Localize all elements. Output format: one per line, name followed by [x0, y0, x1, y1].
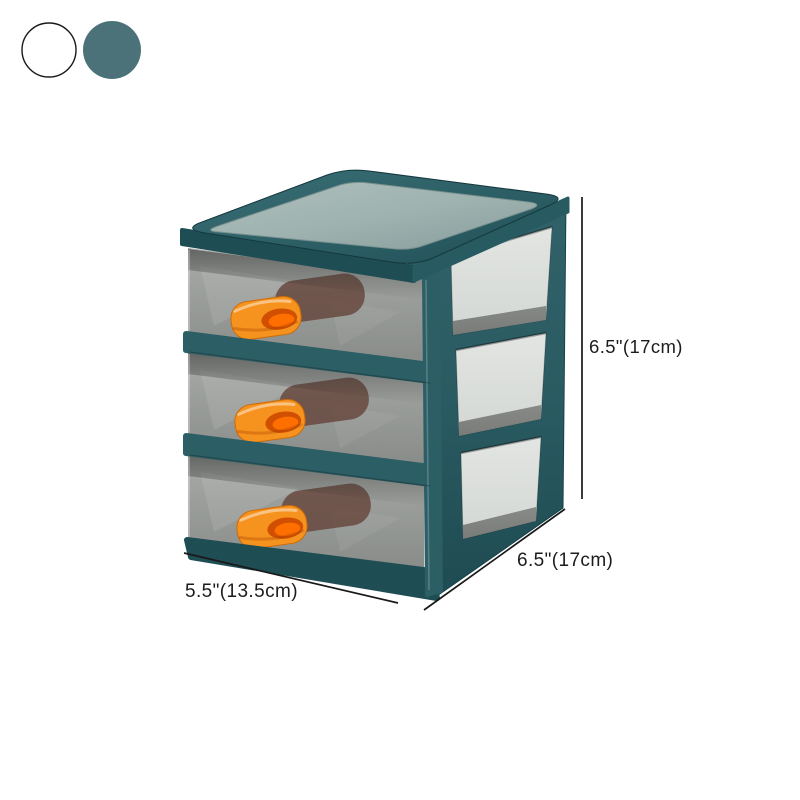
- width-dimension-line: [183, 552, 399, 604]
- drawer-handle-icon: [234, 399, 306, 443]
- drawer-1: [187, 247, 425, 363]
- depth-dimension-line: [423, 508, 566, 611]
- width-dimension-label: 5.5"(13.5cm): [185, 581, 298, 602]
- frame-corner-post: [422, 271, 443, 597]
- product-lid: [180, 169, 570, 283]
- swatch-white[interactable]: [21, 22, 77, 78]
- product-render: [180, 169, 570, 601]
- color-swatches: [21, 21, 141, 79]
- dimension-annotations: 6.5"(17cm) 6.5"(17cm) 5.5"(13.5cm): [183, 197, 683, 611]
- frame-base: [184, 537, 440, 601]
- drawer-handle-icon: [230, 296, 302, 340]
- swatch-teal[interactable]: [83, 21, 141, 79]
- drawer-2: [187, 351, 425, 465]
- side-window-2: [455, 331, 547, 437]
- drawer-handle-icon: [236, 505, 308, 549]
- drawer-3: [187, 453, 425, 569]
- depth-dimension-label: 6.5"(17cm): [517, 550, 613, 571]
- side-window-3: [460, 435, 542, 540]
- height-dimension-label: 6.5"(17cm): [589, 336, 683, 357]
- lid-recessed-surface: [210, 181, 538, 250]
